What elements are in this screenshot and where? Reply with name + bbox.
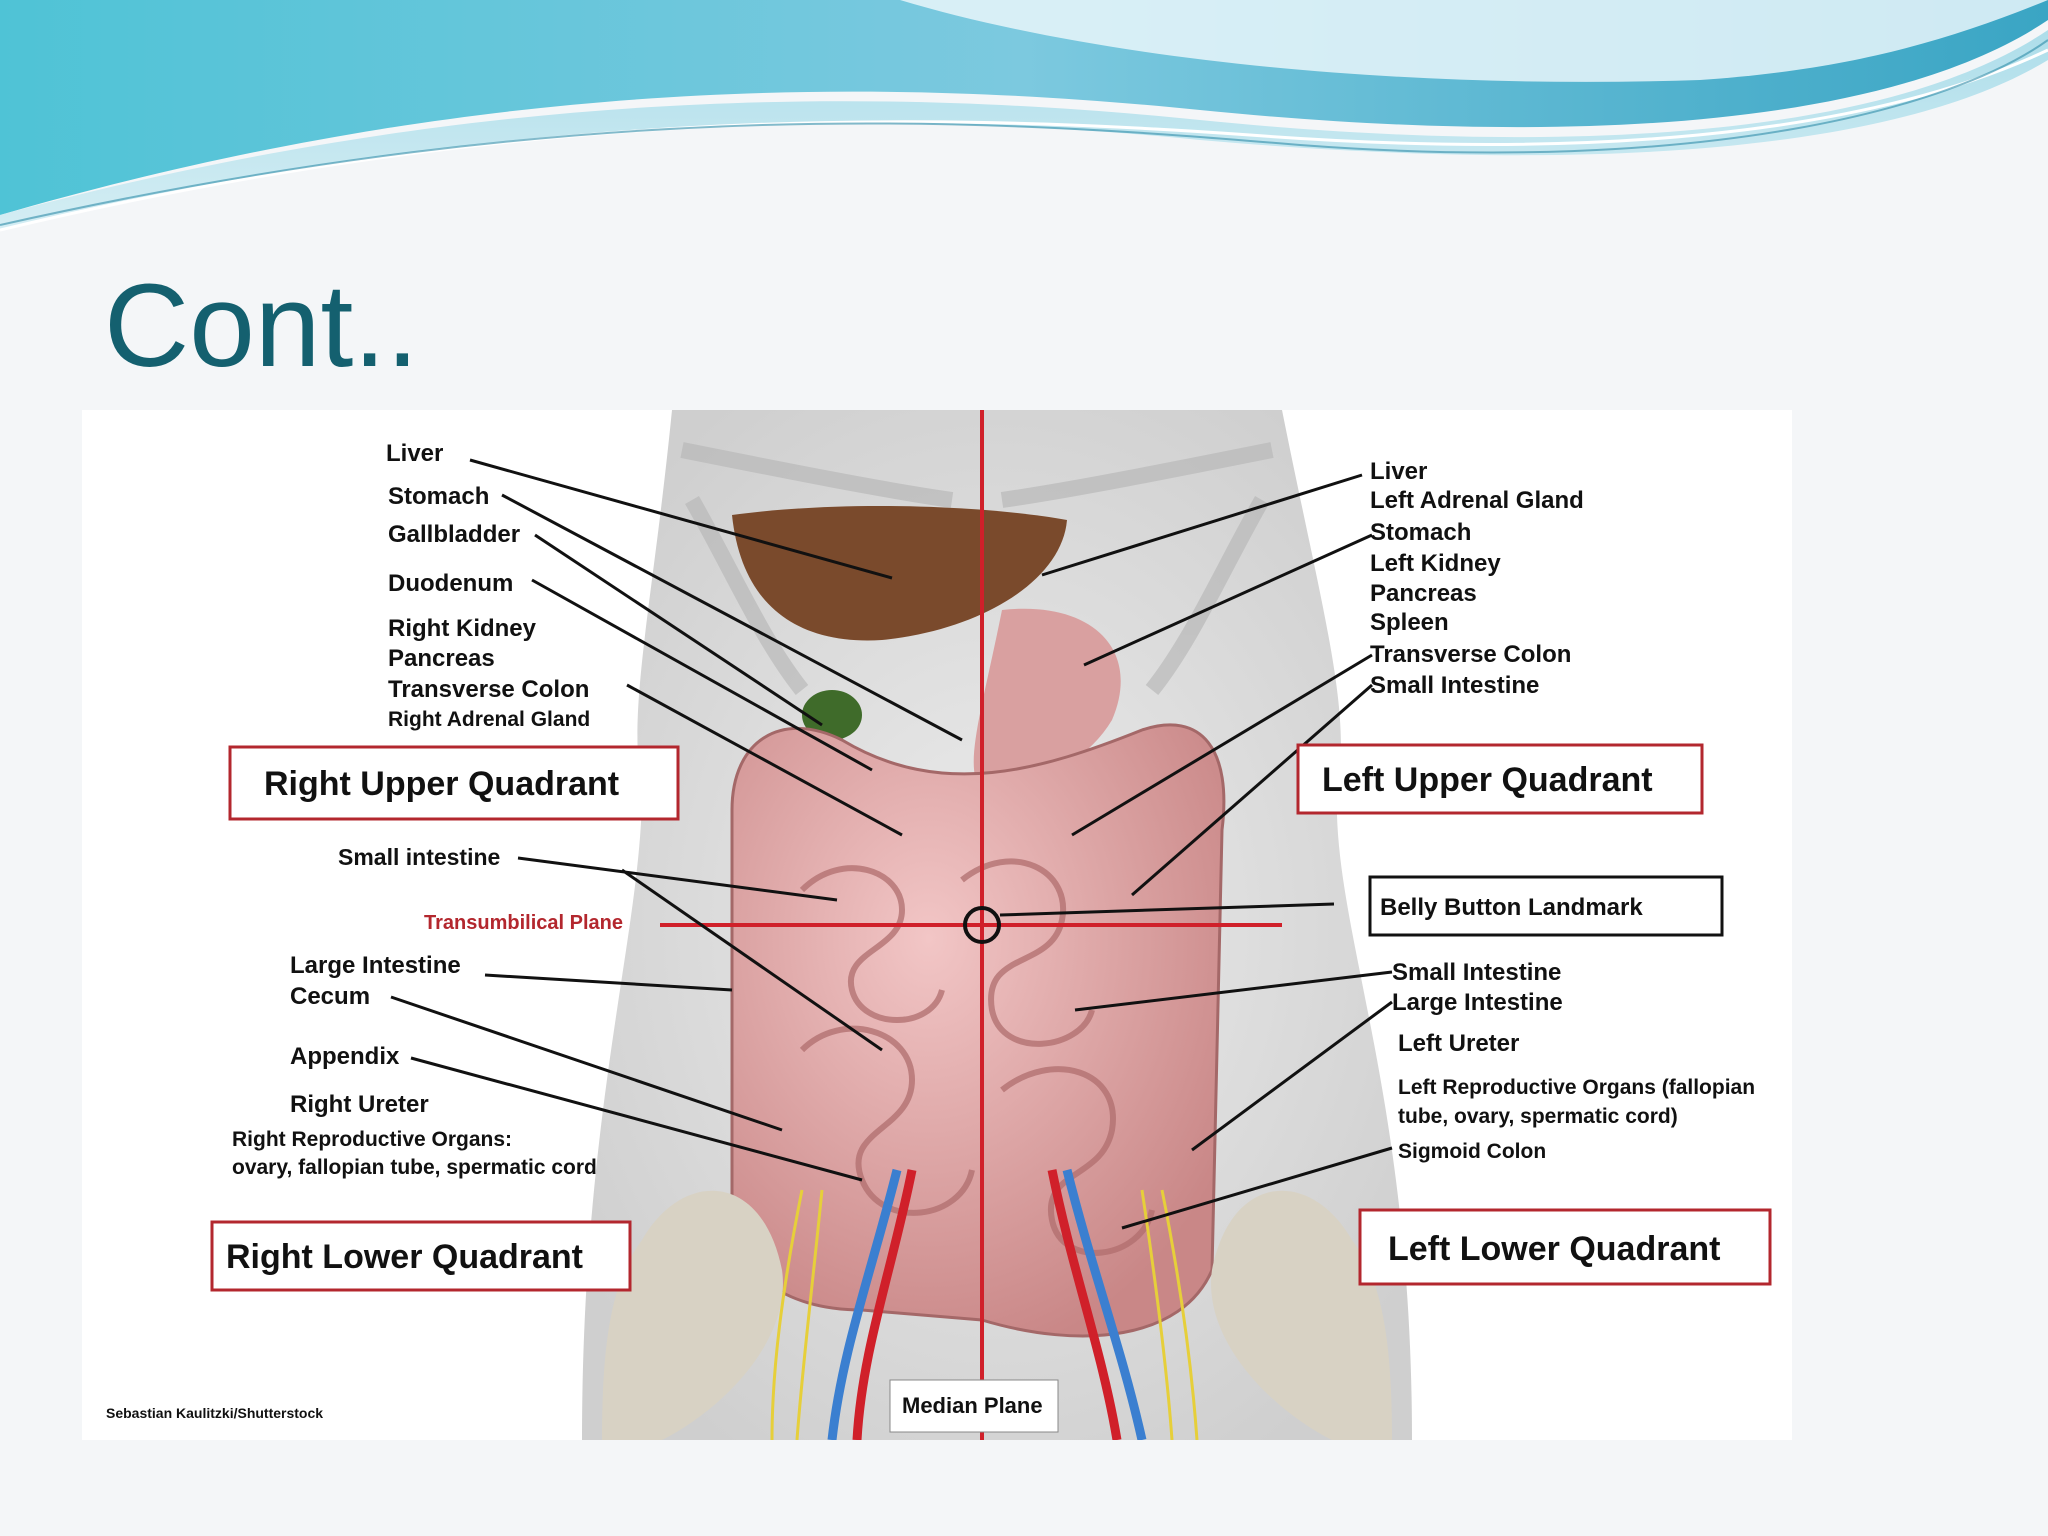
left-lower-quadrant-label: Left Lower Quadrant bbox=[1388, 1230, 1720, 1268]
ll-label-left-ureter: Left Ureter bbox=[1398, 1030, 1519, 1057]
left-upper-organ-labels: Liver Left Adrenal Gland Stomach Left Ki… bbox=[1370, 458, 1584, 699]
lu-label-small-intestine: Small Intestine bbox=[1370, 672, 1539, 699]
left-lower-quadrant-box bbox=[1358, 1208, 1772, 1286]
pelvis-illustration bbox=[602, 1190, 1392, 1440]
median-plane-label-box bbox=[889, 1379, 1059, 1433]
right-lower-quadrant-label: Right Lower Quadrant bbox=[226, 1238, 583, 1276]
ll-label-small-intestine: Small Intestine bbox=[1392, 959, 1561, 986]
left-lower-organ-labels: Small Intestine Large Intestine Left Ure… bbox=[1392, 959, 1755, 1163]
right-upper-quadrant-label: Right Upper Quadrant bbox=[264, 765, 619, 803]
belly-button-label: Belly Button Landmark bbox=[1380, 894, 1643, 921]
ru-label-duodenum: Duodenum bbox=[388, 570, 513, 597]
rl-label-appendix: Appendix bbox=[290, 1043, 400, 1070]
lu-label-pancreas: Pancreas bbox=[1370, 580, 1477, 607]
ru-label-gallbladder: Gallbladder bbox=[388, 521, 520, 548]
ll-label-reproductive-line-2: tube, ovary, spermatic cord) bbox=[1398, 1105, 1678, 1128]
right-upper-quadrant-box bbox=[228, 745, 680, 821]
left-upper-quadrant-box bbox=[1296, 743, 1704, 815]
ru-label-liver: Liver bbox=[386, 440, 443, 467]
ru-label-right-kidney: Right Kidney bbox=[388, 615, 537, 642]
nerves-illustration bbox=[770, 1189, 1199, 1440]
median-plane-label: Median Plane bbox=[902, 1393, 1043, 1418]
ru-label-stomach: Stomach bbox=[388, 483, 489, 510]
belly-button-label-box bbox=[1368, 875, 1724, 937]
ll-label-large-intestine: Large Intestine bbox=[1392, 989, 1563, 1016]
gallbladder-illustration bbox=[802, 690, 862, 740]
right-upper-organ-labels: Liver Stomach Gallbladder Duodenum Right… bbox=[386, 440, 590, 731]
rl-label-small-intestine: Small intestine bbox=[338, 844, 500, 870]
rl-label-reproductive-line-2: ovary, fallopian tube, spermatic cord bbox=[232, 1156, 597, 1179]
right-lower-organ-labels: Small intestine Large Intestine Cecum Ap… bbox=[232, 844, 597, 1179]
rl-label-large-intestine: Large Intestine bbox=[290, 952, 461, 979]
lu-label-stomach: Stomach bbox=[1370, 519, 1471, 546]
right-lower-quadrant-box bbox=[210, 1220, 632, 1292]
leader-lines bbox=[390, 458, 1393, 1230]
rl-label-cecum: Cecum bbox=[290, 983, 370, 1010]
lu-label-transverse-colon: Transverse Colon bbox=[1370, 641, 1571, 668]
rl-label-right-ureter: Right Ureter bbox=[290, 1091, 429, 1118]
lu-label-spleen: Spleen bbox=[1370, 609, 1449, 636]
blood-vessels-illustration bbox=[827, 1168, 1147, 1440]
lu-label-left-kidney: Left Kidney bbox=[1370, 550, 1501, 577]
ru-label-right-adrenal-gland: Right Adrenal Gland bbox=[388, 708, 590, 731]
ru-label-transverse-colon: Transverse Colon bbox=[388, 676, 589, 703]
ru-label-pancreas: Pancreas bbox=[388, 645, 495, 672]
belly-button-marker bbox=[963, 906, 1001, 944]
left-upper-quadrant-label: Left Upper Quadrant bbox=[1322, 761, 1653, 799]
ll-label-reproductive-line-1: Left Reproductive Organs (fallopian bbox=[1398, 1076, 1755, 1099]
rl-label-reproductive-line-1: Right Reproductive Organs: bbox=[232, 1128, 512, 1151]
abdominal-quadrants-diagram: Transumbilical Plane Belly Button Landma… bbox=[82, 410, 1792, 1440]
slide-title: Cont.. bbox=[104, 260, 419, 392]
stomach-illustration bbox=[973, 608, 1121, 790]
image-credit: Sebastian Kaulitzki/Shutterstock bbox=[106, 1405, 323, 1421]
ll-label-sigmoid-colon: Sigmoid Colon bbox=[1398, 1140, 1546, 1163]
decorative-wave-banner bbox=[0, 0, 2048, 232]
transumbilical-plane-label: Transumbilical Plane bbox=[424, 912, 623, 934]
lu-label-left-adrenal-gland: Left Adrenal Gland bbox=[1370, 487, 1584, 514]
lu-label-liver: Liver bbox=[1370, 458, 1427, 485]
small-intestine-loops-illustration bbox=[799, 858, 1155, 1256]
